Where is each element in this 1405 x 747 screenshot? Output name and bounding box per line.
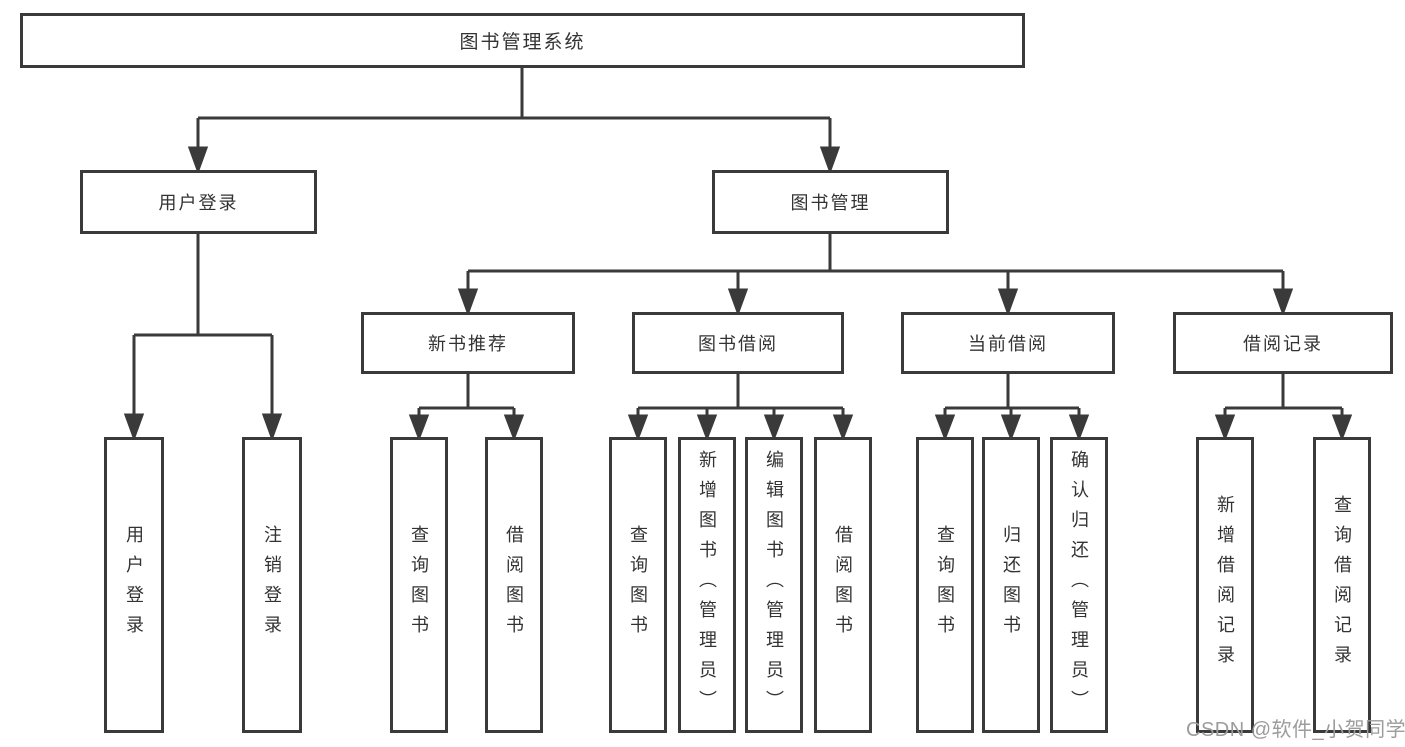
leaf-label: 借阅图书	[504, 525, 524, 645]
connector-bookmgmt-to-level3	[457, 234, 1294, 317]
connector-userlogin-to-leaves	[123, 234, 283, 442]
leaf-label: 查询图书	[409, 525, 429, 645]
csdn-watermark: CSDN @软件_小贺同学	[1186, 719, 1405, 741]
leaf-query-borrow-record: 查询借阅记录	[1313, 437, 1371, 733]
leaf-edit-books-admin: 编辑图书（管理员）	[745, 437, 803, 733]
connector-borrowing-to-leaves	[627, 374, 854, 442]
leaf-label: 注销登录	[262, 525, 282, 645]
connector-current-to-leaves	[934, 374, 1090, 442]
leaf-logout: 注销登录	[242, 437, 302, 733]
leaf-add-borrow-record: 新增借阅记录	[1196, 437, 1254, 733]
leaf-label: 查询图书	[935, 525, 955, 645]
leaf-label: 借阅图书	[833, 525, 853, 645]
leaf-label: 确认归还（管理员）	[1069, 450, 1089, 720]
leaf-borrow-books: 借阅图书	[485, 437, 543, 733]
node-library-management-system: 图书管理系统	[20, 13, 1025, 68]
node-new-book-recommendation: 新书推荐	[361, 312, 575, 374]
leaf-query-books: 查询图书	[609, 437, 667, 733]
leaf-label: 查询借阅记录	[1332, 495, 1352, 675]
node-borrowing-records: 借阅记录	[1173, 312, 1393, 374]
connector-root-to-level2	[187, 68, 841, 175]
leaf-query-books: 查询图书	[916, 437, 974, 733]
node-book-borrowing: 图书借阅	[632, 312, 844, 374]
leaf-label: 新增借阅记录	[1215, 495, 1235, 675]
leaf-query-books: 查询图书	[390, 437, 448, 733]
node-current-borrowing: 当前借阅	[901, 312, 1115, 374]
connector-newbooks-to-leaves	[408, 374, 525, 442]
connector-records-to-leaves	[1214, 374, 1353, 442]
node-user-login: 用户登录	[80, 170, 317, 234]
leaf-label: 编辑图书（管理员）	[764, 450, 784, 720]
leaf-label: 查询图书	[628, 525, 648, 645]
leaf-add-books-admin: 新增图书（管理员）	[678, 437, 736, 733]
leaf-confirm-return-admin: 确认归还（管理员）	[1050, 437, 1108, 733]
leaf-return-books: 归还图书	[982, 437, 1040, 733]
leaf-borrow-books: 借阅图书	[814, 437, 872, 733]
leaf-label: 用户登录	[124, 525, 144, 645]
node-book-management: 图书管理	[712, 170, 949, 234]
leaf-label: 归还图书	[1001, 525, 1021, 645]
leaf-label: 新增图书（管理员）	[697, 450, 717, 720]
leaf-user-login: 用户登录	[104, 437, 164, 733]
